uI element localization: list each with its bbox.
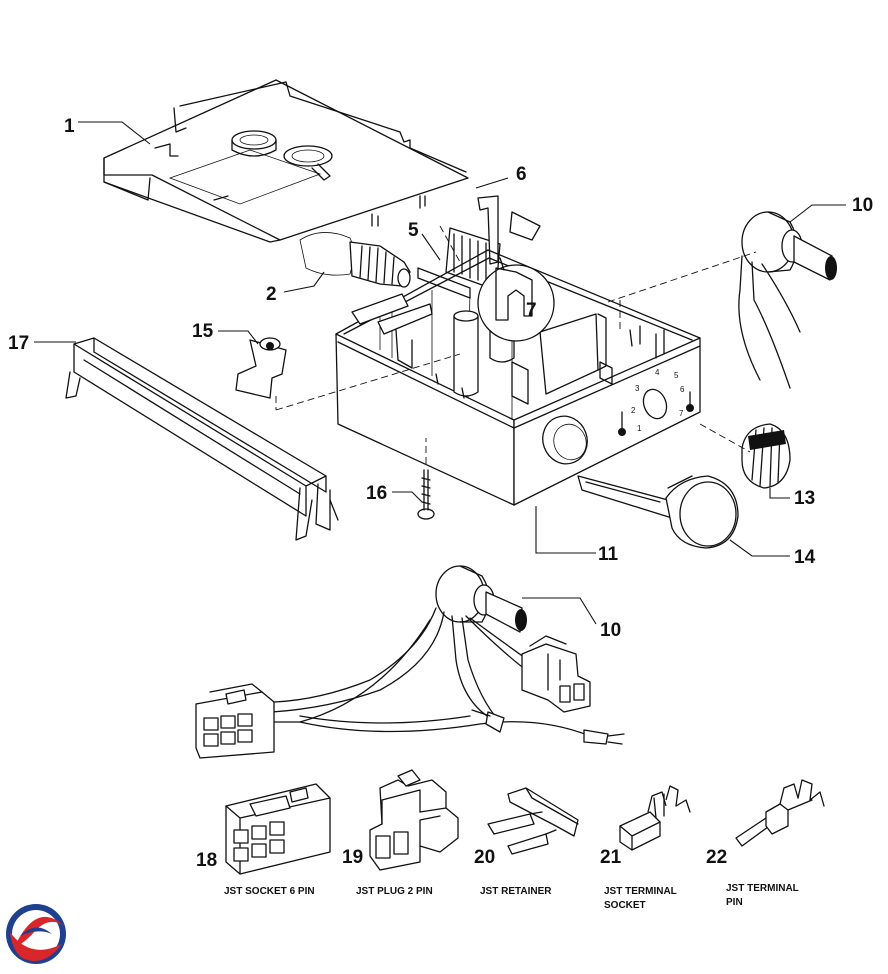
- part-jst-terminal-pin: [735, 779, 825, 847]
- part-sensor-capsule: [577, 475, 739, 549]
- dial-mark: 1: [637, 424, 642, 433]
- caption-jst-plug: JST PLUG 2 PIN: [356, 886, 433, 897]
- part-jst-plug: [369, 769, 459, 871]
- part-captions: JST SOCKET 6 PIN JST PLUG 2 PIN JST RETA…: [224, 883, 799, 911]
- label-part-20: 20: [474, 847, 495, 868]
- dial-mark: 7: [679, 409, 684, 418]
- part-rail: [65, 337, 339, 541]
- part-knob: [741, 423, 791, 489]
- dial-mark: 6: [680, 385, 685, 394]
- label-part-5: 5: [408, 220, 419, 241]
- part-jst-retainer: [487, 787, 579, 855]
- label-part-10-upper: 10: [852, 195, 873, 216]
- label-part-17: 17: [8, 333, 29, 354]
- label-part-10-lower: 10: [600, 620, 621, 641]
- caption-jst-terminal-pin-line1: JST TERMINAL: [726, 883, 799, 894]
- label-part-11: 11: [598, 544, 619, 565]
- label-part-22: 22: [706, 847, 727, 868]
- part-terminal-tab: [477, 195, 541, 265]
- part-lid: [103, 79, 469, 243]
- label-part-7: 7: [526, 300, 537, 321]
- caption-jst-terminal-socket-line1: JST TERMINAL: [604, 886, 677, 897]
- caption-jst-terminal-socket-line2: SOCKET: [604, 900, 646, 911]
- label-part-18: 18: [196, 850, 217, 871]
- dial-scale: 1 2 3 4 5 6 7: [631, 368, 685, 433]
- part-potentiometer-harness: [271, 565, 625, 745]
- dial-mark: 3: [635, 384, 640, 393]
- part-housing: [335, 249, 701, 506]
- part-jst-socket: [225, 783, 331, 875]
- dial-mark: 2: [631, 406, 636, 415]
- assembly-guide-lines: [275, 225, 757, 464]
- label-part-6: 6: [516, 164, 527, 185]
- label-part-21: 21: [600, 847, 622, 868]
- label-part-15: 15: [192, 321, 214, 342]
- part-number-labels: 1 2 5 6 7 10 11 13 14 15 16 17 10 18 19 …: [8, 116, 873, 871]
- label-part-19: 19: [342, 847, 363, 868]
- part-harness-socket: [195, 683, 275, 759]
- caption-jst-socket: JST SOCKET 6 PIN: [224, 886, 315, 897]
- dial-mark: 5: [674, 371, 679, 380]
- label-part-13: 13: [794, 488, 815, 509]
- part-harness-plug: [521, 635, 591, 713]
- part-screw: [417, 469, 435, 520]
- leader-lines: [34, 121, 846, 625]
- label-part-14: 14: [794, 547, 816, 568]
- part-contact-detail: [477, 257, 555, 342]
- dial-mark: 4: [655, 368, 660, 377]
- part-jst-terminal-socket: [619, 785, 691, 851]
- label-part-16: 16: [366, 483, 387, 504]
- label-part-2: 2: [266, 284, 277, 305]
- label-part-1: 1: [64, 116, 75, 137]
- part-potentiometer-upper: [738, 211, 837, 389]
- caption-jst-retainer: JST RETAINER: [480, 886, 552, 897]
- brand-logo: [6, 904, 66, 964]
- caption-jst-terminal-pin-line2: PIN: [726, 897, 743, 908]
- part-clip: [235, 337, 287, 399]
- part-bulb: [299, 232, 411, 288]
